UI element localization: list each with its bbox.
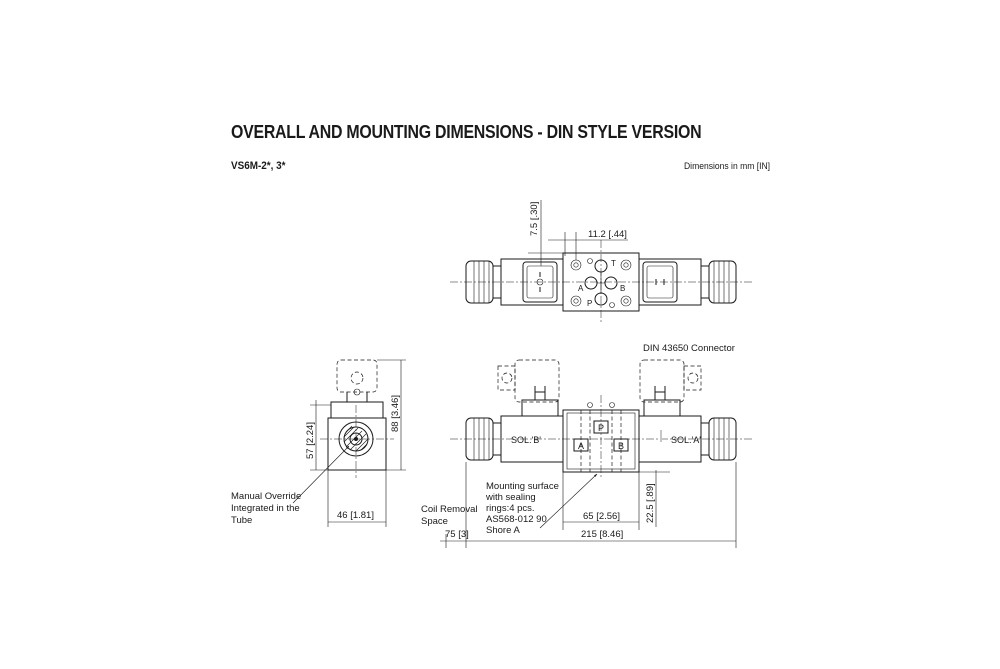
sol-a-label: SOL.'A' xyxy=(671,435,701,445)
dim-7-5-label: 7.5 [.30] xyxy=(529,202,540,236)
dim-46: 46 [1.81] xyxy=(327,470,387,527)
left-connector-front xyxy=(521,386,559,417)
side-view: 88 [3.46] 57 [2.24] 46 [1.81] Manual Ove… xyxy=(231,359,406,527)
port-b-label: B xyxy=(620,284,625,293)
mount-line3: rings:4 pcs. xyxy=(486,503,535,514)
dim-57: 57 [2.24] xyxy=(305,400,331,471)
mount-line2: with sealing xyxy=(485,492,536,503)
port-p-label: P xyxy=(587,299,592,308)
coil-removal-line1: Coil Removal xyxy=(421,504,478,515)
front-view: DIN 43650 Connector xyxy=(421,343,752,548)
units-note: Dimensions in mm [IN] xyxy=(684,161,771,172)
right-connector-dashed xyxy=(639,359,702,403)
model-label: VS6M-2*, 3* xyxy=(231,160,286,172)
dim-57-label: 57 [2.24] xyxy=(305,422,316,459)
port-a-label: A xyxy=(578,284,584,293)
side-coil-body xyxy=(327,417,387,471)
dim-65: 65 [2.56] xyxy=(562,472,640,530)
sol-b-label: SOL.'B' xyxy=(511,435,541,445)
dim-7-5: 7.5 [.30] xyxy=(528,200,563,266)
dim-22-5: 22.5 [.89] xyxy=(639,470,670,527)
mounting-surface-note: Mounting surface with sealing rings:4 pc… xyxy=(485,473,598,536)
override-note: Manual Override Integrated in the Tube xyxy=(231,445,350,526)
override-line3: Tube xyxy=(231,515,252,526)
mount-line4: AS568-012 90 xyxy=(486,514,547,525)
connector-label: DIN 43650 Connector xyxy=(643,343,735,354)
dim-88-label: 88 [3.46] xyxy=(390,395,401,432)
dim-215-label: 215 [8.46] xyxy=(581,529,623,540)
coil-removal-line2: Space xyxy=(421,516,448,527)
dim-65-label: 65 [2.56] xyxy=(583,511,620,522)
right-connector-front xyxy=(643,386,681,417)
dim-11-2-label: 11.2 [.44] xyxy=(588,229,627,240)
dim-88: 88 [3.46] xyxy=(377,359,406,471)
dim-215: 215 [8.46] 75 [3] xyxy=(440,462,737,548)
mount-line1: Mounting surface xyxy=(486,481,559,492)
side-connector-solid xyxy=(330,388,384,419)
override-line1: Manual Override xyxy=(231,491,301,502)
top-view: T A B P 7.5 [.30] xyxy=(450,200,752,322)
mount-line5: Shore A xyxy=(486,525,520,536)
left-connector-dashed xyxy=(497,359,560,403)
dim-11-2: 11.2 [.44] xyxy=(548,229,628,260)
dim-22-5-label: 22.5 [.89] xyxy=(645,483,656,523)
front-port-a-label: A xyxy=(578,441,584,451)
front-port-b-label: B xyxy=(618,441,624,451)
side-connector-dashed xyxy=(336,359,378,393)
override-line2: Integrated in the xyxy=(231,503,300,514)
dim-46-label: 46 [1.81] xyxy=(337,510,374,521)
port-t-label: T xyxy=(611,259,616,268)
dim-75-label: 75 [3] xyxy=(445,529,469,540)
page-title: OVERALL AND MOUNTING DIMENSIONS - DIN ST… xyxy=(231,121,702,142)
